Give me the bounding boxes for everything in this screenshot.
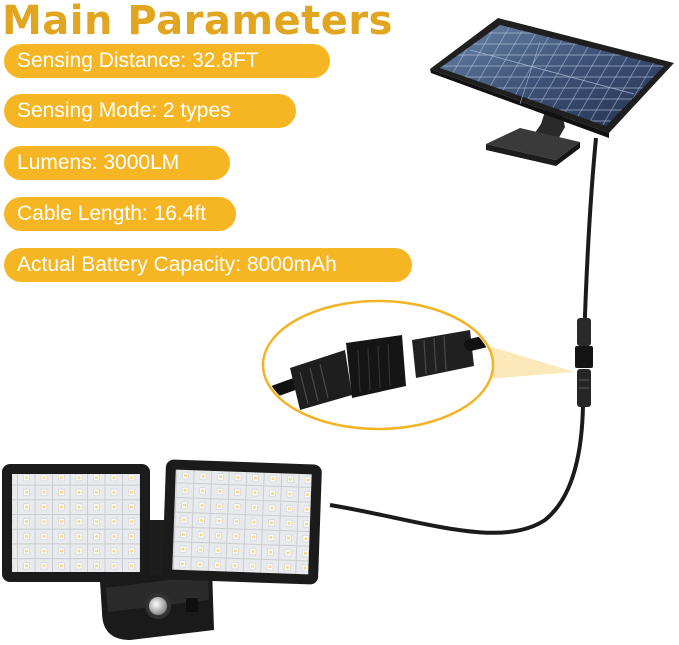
param-sensing-mode: Sensing Mode: 2 types [4, 94, 296, 128]
param-lumens: Lumens: 3000LM [4, 146, 230, 180]
motion-sensor-icon [149, 597, 167, 615]
solar-panel [430, 18, 674, 166]
flood-light [2, 459, 322, 640]
light-cable [329, 404, 585, 535]
inline-connector [575, 318, 593, 407]
panel-cable [582, 137, 598, 346]
connector-callout [261, 299, 495, 431]
callout-pointer [474, 344, 575, 380]
param-sensing-distance: Sensing Distance: 32.8FT [4, 44, 330, 78]
light-head-left [2, 464, 150, 582]
param-cable-length: Cable Length: 16.4ft [4, 197, 236, 231]
param-battery-capacity: Actual Battery Capacity: 8000mAh [4, 248, 412, 282]
page-title: Main Parameters [2, 0, 393, 44]
light-head-right [162, 459, 322, 585]
